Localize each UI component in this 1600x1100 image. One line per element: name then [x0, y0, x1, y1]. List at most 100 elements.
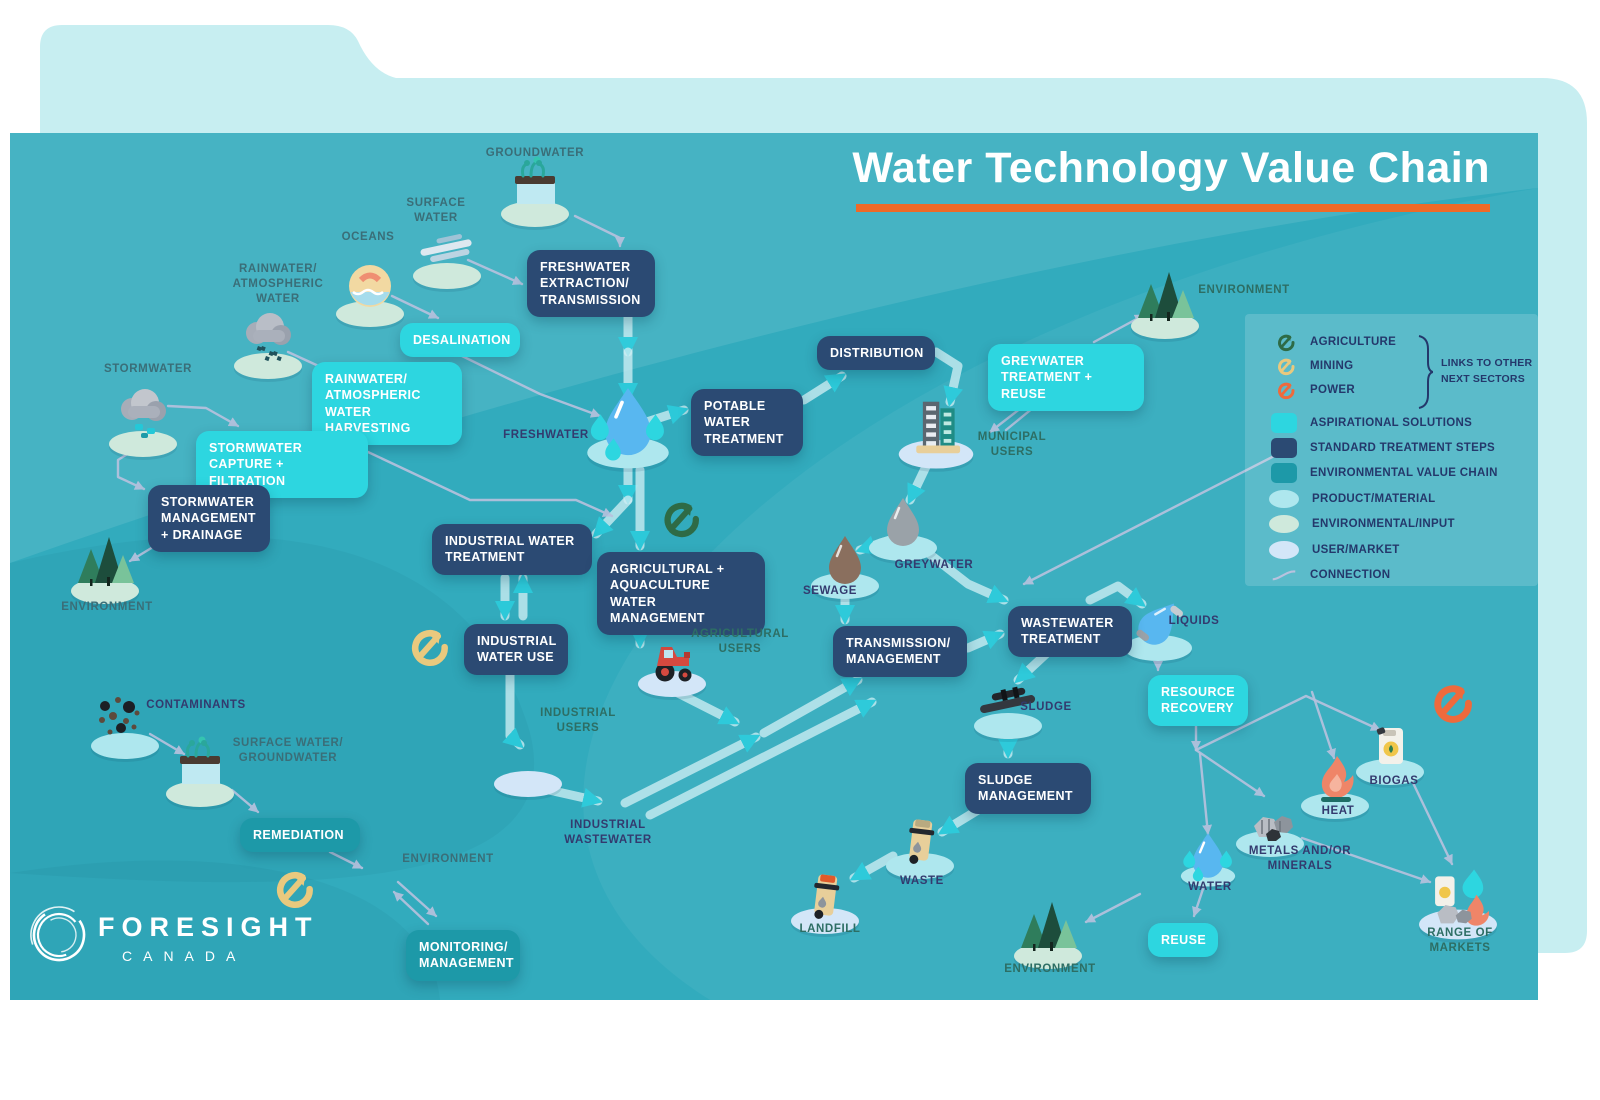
groundwater-label: GROUNDWATER [485, 147, 585, 159]
industrial-water-treatment-box: INDUSTRIAL WATER TREATMENT [432, 524, 592, 575]
freshwater-extraction-box: FRESHWATER EXTRACTION/ TRANSMISSION [527, 250, 655, 317]
sewage-label: SEWAGE [802, 585, 858, 597]
rainwater-cloud-icon [220, 300, 316, 384]
freshwater-label: FRESHWATER [503, 429, 589, 441]
sludge-pipes-icon [960, 660, 1056, 744]
legend-sector-power: POWER [1271, 378, 1538, 402]
reuse-box: REUSE [1148, 923, 1218, 958]
legend-swatch-rect [1271, 412, 1297, 433]
rainwater-atmospheric-water-label: RAINWATER/ ATMOSPHERIC WATER [232, 263, 324, 306]
water-label: WATER [1188, 881, 1232, 893]
legend-sectors: AGRICULTURE MINING POWER [1271, 330, 1538, 402]
resource-recovery-box: RESOURCE RECOVERY [1148, 675, 1248, 726]
legend-item: STANDARD TREATMENT STEPS [1271, 435, 1538, 460]
legend-item-label: PRODUCT/MATERIAL [1312, 492, 1436, 505]
legend-panel: AGRICULTURE MINING POWER LINKS TO OTHER NE… [1245, 314, 1538, 586]
greywater-drop-icon [855, 482, 951, 566]
agricultural-users-tractor-icon [624, 618, 720, 702]
liquids-label: LIQUIDS [1168, 615, 1220, 627]
surface-groundwater-icon [152, 728, 248, 812]
legend-item: PRODUCT/MATERIAL [1269, 486, 1538, 511]
logo-subtitle: CANADA [122, 948, 247, 964]
stormwater-label: STORMWATER [104, 363, 192, 375]
legend-swatch-ellipse [1269, 489, 1299, 508]
metals-minerals-label: METALS AND/OR MINERALS [1248, 845, 1352, 873]
legend-sectors-note: LINKS TO OTHER NEXT SECTORS [1441, 356, 1532, 388]
contaminants-label: CONTAMINANTS [146, 699, 246, 711]
mining-sector-industrial-icon [401, 622, 449, 670]
municipal-users-label: MUNICIPAL USERS [977, 431, 1047, 459]
industrial-users-factory-icon [480, 718, 576, 802]
waste-bin-icon [872, 800, 968, 884]
stormwater-cloud-icon [95, 378, 191, 462]
legend-sector-mining: MINING [1271, 354, 1538, 378]
legend-swatch-line [1271, 568, 1297, 582]
industrial-users-label: INDUSTRIAL USERS [540, 707, 616, 735]
foresight-canada-logo: FORESIGHT CANADA [26, 896, 312, 982]
environment-bottom-label: ENVIRONMENT [1004, 963, 1096, 975]
industrial-wastewater-label: INDUSTRIAL WASTEWATER [564, 819, 652, 847]
remediation-box: REMEDIATION [240, 818, 360, 853]
agricultural-users-label: AGRICULTURAL USERS [691, 628, 789, 656]
oceans-icon [322, 248, 418, 332]
surface-water-groundwater-label: SURFACE WATER/ GROUNDWATER [232, 737, 344, 765]
sludge-label: SLUDGE [1020, 701, 1072, 713]
environment-top-right-trees-icon [1117, 260, 1213, 344]
surface-water-label: SURFACE WATER [406, 197, 466, 225]
desalination-box: DESALINATION [400, 323, 520, 358]
liquids-drop-icon [1110, 582, 1206, 666]
distribution-box: DISTRIBUTION [817, 336, 935, 371]
heat-label: HEAT [1321, 805, 1355, 817]
legend-sector-agriculture: AGRICULTURE [1271, 330, 1538, 354]
sludge-management-box: SLUDGE MANAGEMENT [965, 763, 1091, 814]
logo-swirl-icon [30, 906, 88, 964]
power-sector-icon [1271, 379, 1297, 401]
municipal-users-building-icon [883, 382, 989, 474]
agricultural-aquaculture-box: AGRICULTURAL + AQUACULTURE WATER MANAGEM… [597, 552, 765, 635]
legend-item: ENVIRONMENTAL/INPUT [1269, 512, 1538, 537]
landfill-bin-icon [777, 855, 873, 939]
legend-item-label: ENVIRONMENTAL/INPUT [1312, 518, 1455, 531]
legend-note-bold: NEXT [1441, 372, 1470, 385]
wastewater-treatment-box: WASTEWATER TREATMENT [1008, 606, 1132, 657]
freshwater-drop-icon [571, 374, 686, 475]
stormwater-management-box: STORMWATER MANAGEMENT + DRAINAGE [148, 485, 270, 552]
legend-item-label: STANDARD TREATMENT STEPS [1310, 442, 1496, 455]
environment-top-right-label: ENVIRONMENT [1198, 284, 1290, 296]
groundwater-icon [487, 148, 583, 232]
range-of-markets-mix-icon [1403, 849, 1513, 946]
legend-note-line2: SECTORS [1469, 372, 1525, 385]
power-sector-icon [1423, 677, 1473, 727]
legend-sector-label: MINING [1310, 360, 1354, 372]
legend-item: ASPIRATIONAL SOLUTIONS [1271, 410, 1538, 435]
mining-sector-icon [1271, 355, 1297, 377]
oceans-label: OCEANS [341, 231, 395, 243]
legend-item-label: USER/MARKET [1312, 543, 1400, 556]
legend-item: CONNECTION [1271, 562, 1538, 587]
legend-note-line1: LINKS TO OTHER [1441, 357, 1533, 369]
legend-bracket [1418, 335, 1433, 409]
legend-swatch-ellipse [1269, 515, 1299, 534]
logo-name: FORESIGHT [98, 912, 319, 942]
metals-rocks-icon [1222, 778, 1318, 862]
water-drop-icon [1170, 824, 1247, 891]
sewage-drop-icon [797, 520, 893, 604]
range-of-markets-label: RANGE OF MARKETS [1427, 927, 1493, 955]
agriculture-sector-icon [654, 495, 700, 541]
title-underline [856, 204, 1490, 212]
legend-item-label: ASPIRATIONAL SOLUTIONS [1310, 416, 1473, 429]
legend-item: USER/MARKET [1269, 537, 1538, 562]
environment-bottom-trees-icon [1000, 890, 1096, 974]
legend-item-label: ENVIRONMENTAL VALUE CHAIN [1310, 467, 1498, 480]
greywater-treatment-reuse-box: GREYWATER TREATMENT + REUSE [988, 344, 1144, 411]
stormwater-capture-box: STORMWATER CAPTURE + FILTRATION [196, 431, 368, 498]
legend-swatch-ellipse [1269, 540, 1299, 559]
waste-label: WASTE [900, 875, 944, 887]
contaminants-dots-icon [77, 680, 173, 764]
heat-flame-icon [1287, 740, 1383, 824]
legend-sector-label: AGRICULTURE [1310, 336, 1397, 348]
